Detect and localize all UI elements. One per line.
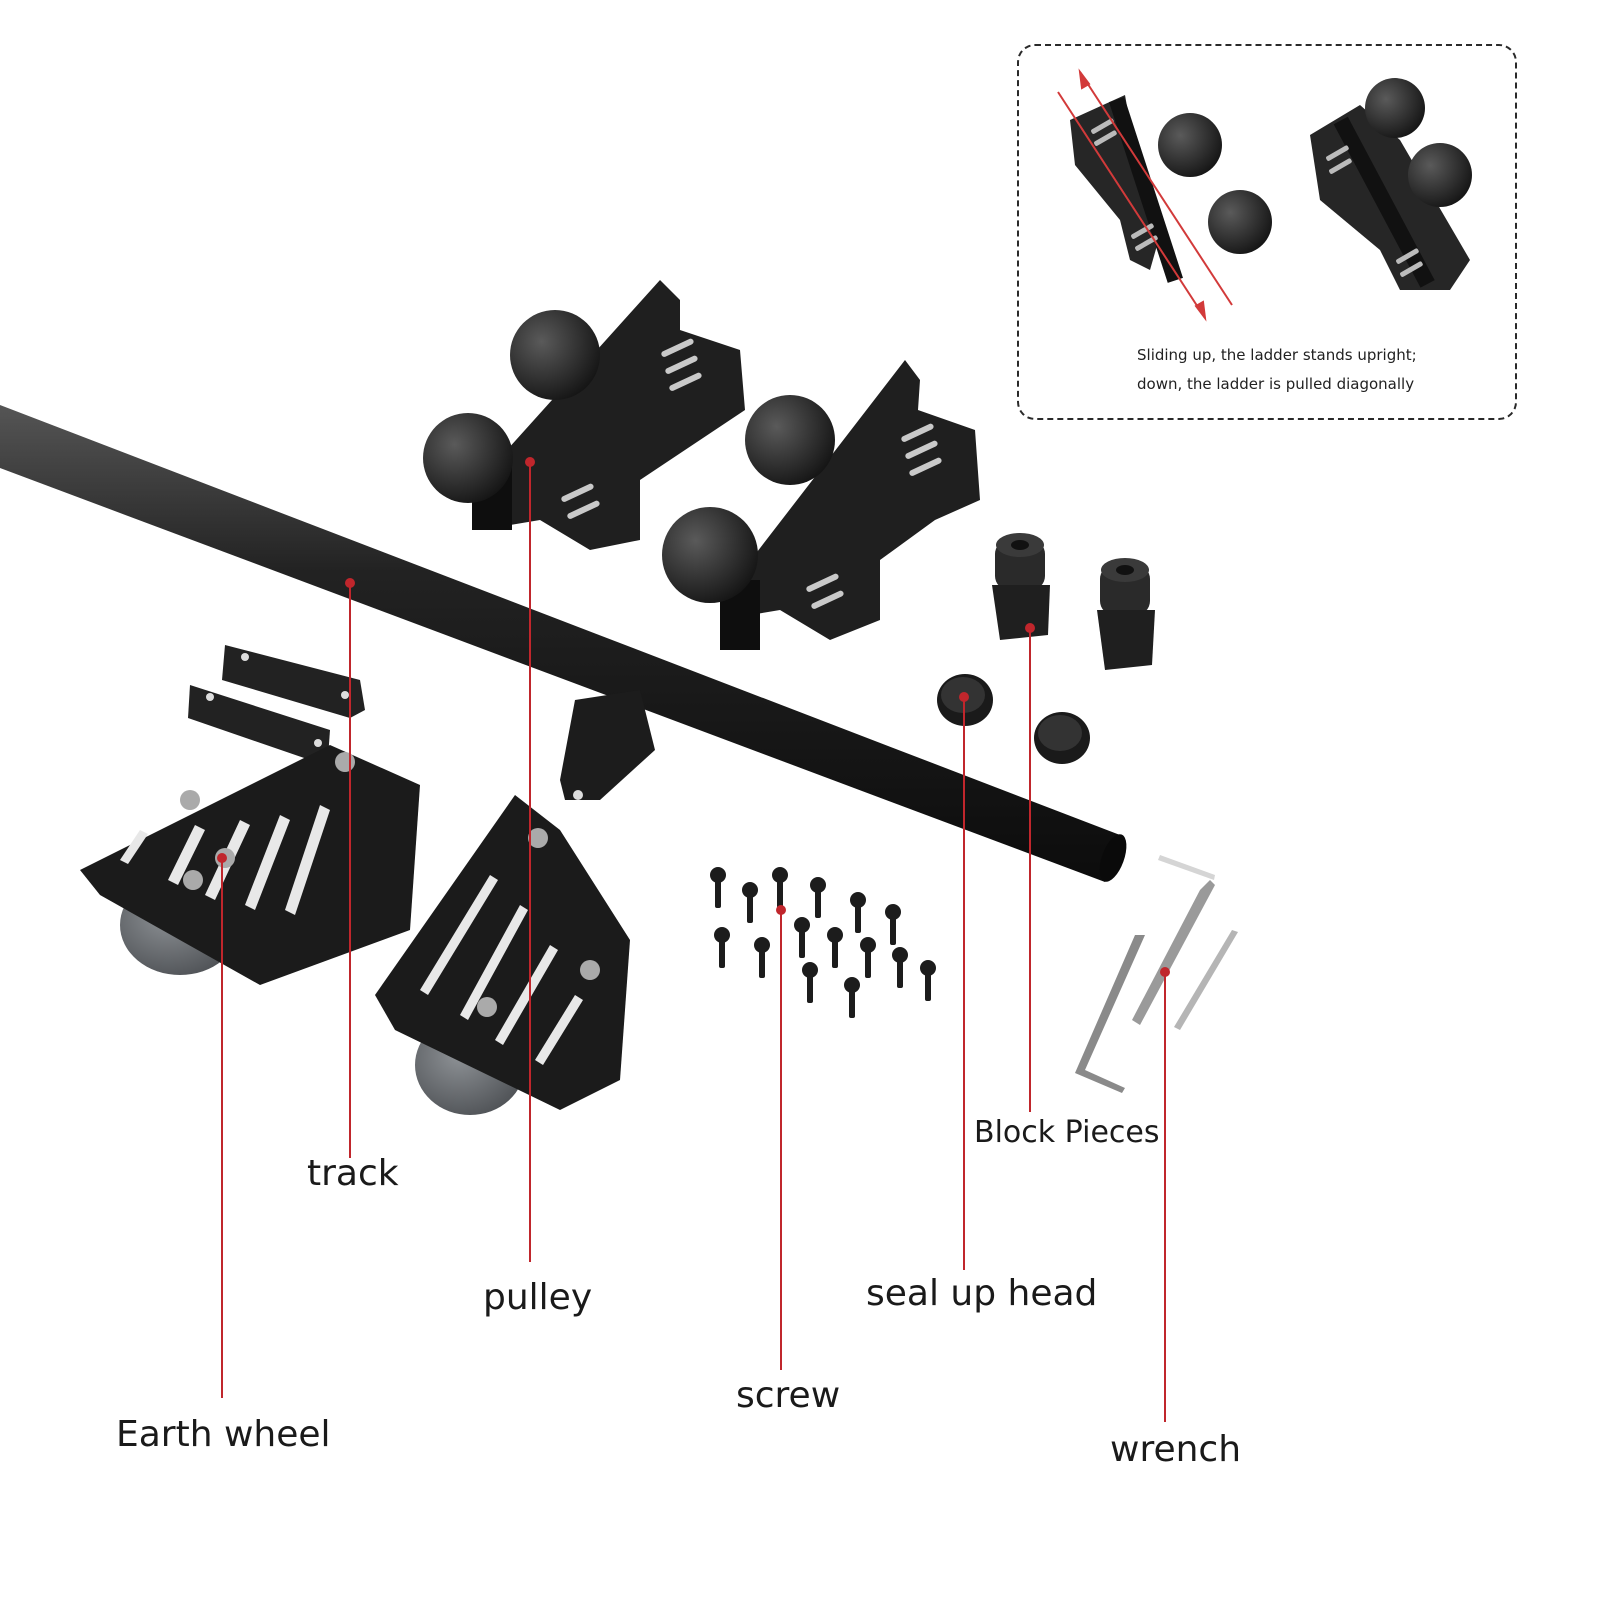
wrenches xyxy=(1075,855,1238,1093)
callout-pulley-upright xyxy=(1310,78,1472,290)
label-seal-up-head: seal up head xyxy=(866,1273,1098,1314)
mounting-plates xyxy=(188,645,365,760)
pulley-left xyxy=(423,280,745,550)
label-screw: screw xyxy=(736,1375,841,1416)
label-pulley: pulley xyxy=(483,1277,593,1318)
earth-wheel-right xyxy=(375,795,630,1115)
label-block-pieces: Block Pieces xyxy=(974,1115,1160,1150)
callout-caption-line-2: down, the ladder is pulled diagonally xyxy=(1137,375,1415,393)
earth-wheel-left xyxy=(80,745,420,985)
block-pieces xyxy=(992,533,1155,670)
track-rod xyxy=(0,405,1127,882)
pulley-right xyxy=(662,360,980,650)
leader-lines xyxy=(217,457,1170,1422)
callout-box: Sliding up, the ladder stands upright; d… xyxy=(1017,44,1517,420)
label-wrench: wrench xyxy=(1110,1429,1242,1470)
callout-direction-arrows xyxy=(1057,68,1233,322)
callout-caption: Sliding up, the ladder stands upright; d… xyxy=(1137,341,1477,399)
label-track: track xyxy=(307,1153,399,1194)
seal-up-heads xyxy=(937,674,1090,764)
screws xyxy=(710,867,936,1018)
callout-pulley-diagonal xyxy=(1070,95,1272,283)
callout-caption-line-1: Sliding up, the ladder stands upright; xyxy=(1137,346,1417,364)
label-earth-wheel: Earth wheel xyxy=(116,1414,331,1455)
